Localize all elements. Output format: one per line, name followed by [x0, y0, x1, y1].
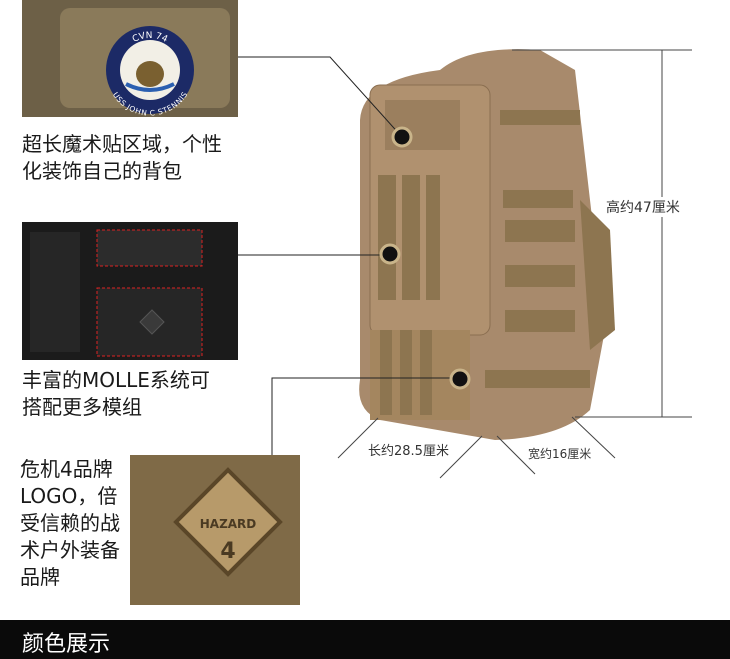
velcro-patch-photo: CVN 74 USS JOHN C STENNIS	[22, 0, 238, 118]
callout-lines	[238, 56, 460, 455]
logo-text-brand: HAZARD	[200, 517, 257, 531]
section-title: 颜色展示	[22, 632, 111, 657]
feature-caption-velcro: 超长魔术贴区域，个性 化装饰自己的背包	[22, 131, 222, 185]
callout-markers	[379, 126, 471, 390]
logo-text-number: 4	[220, 539, 235, 564]
dimension-lines	[337, 49, 692, 479]
patch-text-top: CVN 74	[131, 31, 169, 45]
length-label: 长约28.5厘米	[366, 440, 451, 459]
caption-line: 危机4品牌	[20, 457, 113, 481]
caption-line: 化装饰自己的背包	[22, 159, 182, 183]
hazard4-logo-photo: HAZARD 4	[130, 455, 300, 605]
caption-line: 术户外装备	[20, 538, 120, 562]
section-header-bar: 颜色展示	[0, 620, 730, 659]
height-label: 高约47厘米	[604, 197, 682, 217]
feature-caption-molle: 丰富的MOLLE系统可 搭配更多模组	[22, 367, 210, 421]
caption-line: 受信赖的战	[20, 511, 120, 535]
caption-line: 丰富的MOLLE系统可	[22, 368, 210, 392]
backpack-image	[359, 49, 615, 441]
feature-caption-brand: 危机4品牌 LOGO，倍 受信赖的战 术户外装备 品牌	[20, 456, 120, 591]
illustration-layer: CVN 74 USS JOHN C STENNIS HAZARD 4	[22, 0, 692, 605]
patch-text-top-path: CVN 74	[131, 31, 169, 45]
caption-line: 品牌	[20, 565, 60, 589]
caption-line: 搭配更多模组	[22, 395, 142, 419]
caption-line: 超长魔术贴区域，个性	[22, 132, 222, 156]
caption-line: LOGO，倍	[20, 484, 118, 508]
molle-system-photo	[22, 222, 238, 360]
width-label: 宽约16厘米	[526, 445, 594, 462]
